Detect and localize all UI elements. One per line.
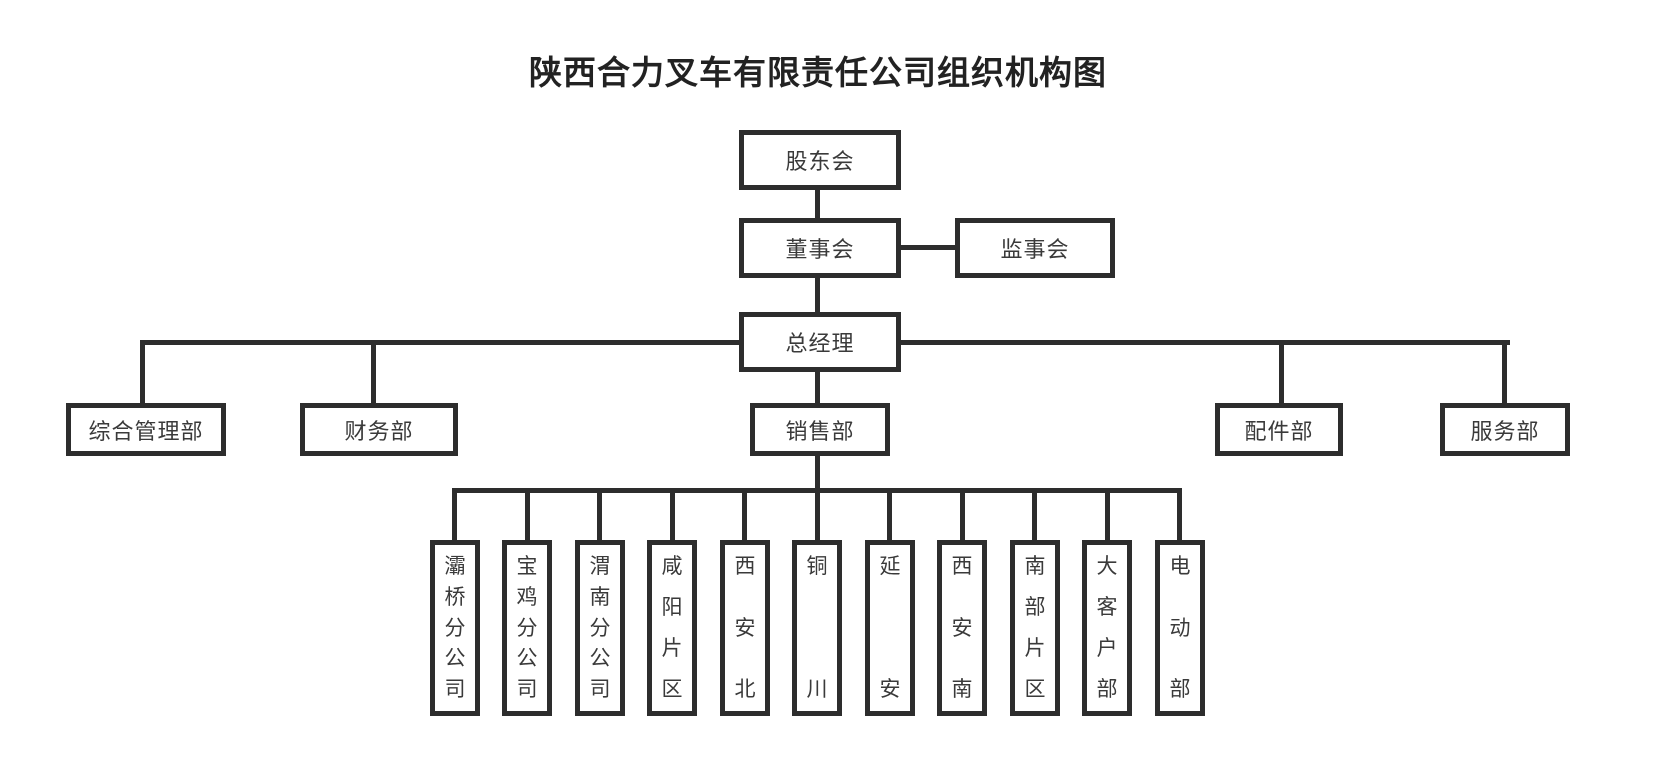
connector-shareholders-board	[815, 189, 820, 220]
branch-weinan: 渭南分公司	[575, 540, 625, 716]
dept-sales: 销售部	[750, 403, 890, 456]
node-general-manager: 总经理	[739, 312, 901, 372]
connector-drop-branch-8	[960, 488, 965, 542]
branch-south-area: 南部片区	[1010, 540, 1060, 716]
branch-baoji: 宝鸡分公司	[502, 540, 552, 716]
branch-tongchuan: 铜川	[792, 540, 842, 716]
branch-key-accounts: 大客户部	[1082, 540, 1132, 716]
branch-electric: 电动部	[1155, 540, 1205, 716]
branch-baqiao: 灞桥分公司	[430, 540, 480, 716]
node-board: 董事会	[739, 218, 901, 278]
connector-drop-branch-3	[597, 488, 602, 542]
branch-xian-north: 西安北	[720, 540, 770, 716]
connector-drop-branch-2	[525, 488, 530, 542]
connector-drop-parts	[1279, 340, 1284, 405]
branch-yanan: 延安	[865, 540, 915, 716]
connector-board-general-manager	[815, 276, 820, 314]
connector-drop-branch-11	[1177, 488, 1182, 542]
dept-service: 服务部	[1440, 403, 1570, 456]
connector-drop-branch-5	[742, 488, 747, 542]
connector-drop-branch-9	[1032, 488, 1037, 542]
connector-drop-general-management	[140, 340, 145, 405]
connector-drop-branch-4	[670, 488, 675, 542]
connector-drop-service	[1502, 340, 1507, 405]
branch-xian-south: 西安南	[937, 540, 987, 716]
connector-board-supervisors	[898, 245, 958, 250]
dept-general-management: 综合管理部	[66, 403, 226, 456]
dept-parts: 配件部	[1215, 403, 1343, 456]
connector-drop-branch-10	[1105, 488, 1110, 542]
connector-drop-branch-7	[887, 488, 892, 542]
connector-general-manager-sales	[815, 370, 820, 405]
node-shareholders: 股东会	[739, 130, 901, 190]
page-title: 陕西合力叉车有限责任公司组织机构图	[529, 54, 1107, 91]
connector-sales-branches-stem	[815, 453, 820, 493]
node-supervisors: 监事会	[955, 218, 1115, 278]
connector-drop-branch-1	[452, 488, 457, 542]
connector-drop-branch-6	[815, 488, 820, 542]
connector-drop-finance	[371, 340, 376, 405]
dept-finance: 财务部	[300, 403, 458, 456]
branch-xianyang-area: 咸阳片区	[647, 540, 697, 716]
